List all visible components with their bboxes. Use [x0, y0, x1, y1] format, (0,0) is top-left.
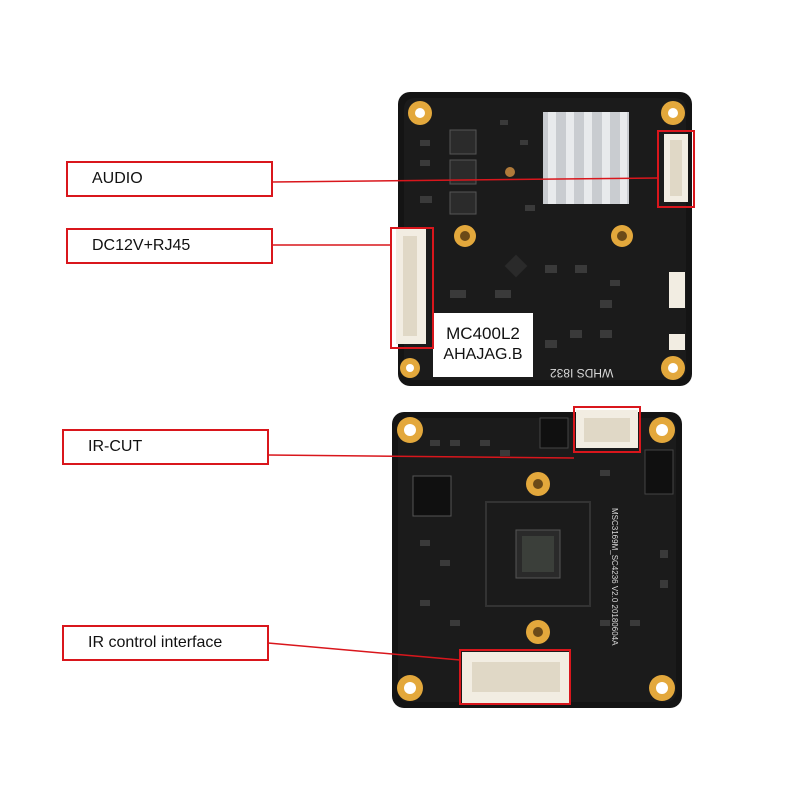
- callout-dc-rj45-label: DC12V+RJ45: [92, 237, 191, 254]
- top-board-silkscreen: WHDS I832: [550, 366, 614, 380]
- bottom-board: MSC3169M_SC4236 V2.0 20180604A: [392, 410, 682, 708]
- callout-audio: AUDIO: [66, 161, 273, 197]
- heatsink: [543, 112, 629, 204]
- callout-ir-cut: IR-CUT: [62, 429, 269, 465]
- callout-lines: [267, 130, 695, 705]
- dc-rj45-connector: [396, 228, 426, 344]
- ir-control-connector: [462, 652, 570, 704]
- top-board-mounting-holes: [400, 101, 685, 380]
- model-sticker: MC400L2 AHAJAG.B: [433, 313, 533, 377]
- image-sensor: [485, 501, 591, 607]
- callout-dc-rj45: DC12V+RJ45: [66, 228, 273, 264]
- top-board: MC400L2 AHAJAG.B WHDS I832: [396, 92, 692, 386]
- board-model-label: MC400L2: [446, 324, 520, 343]
- callout-audio-label: AUDIO: [92, 170, 143, 187]
- bottom-board-silkscreen: MSC3169M_SC4236 V2.0 20180604A: [610, 508, 619, 646]
- audio-connector: [664, 134, 688, 202]
- callout-ir-cut-label: IR-CUT: [88, 438, 143, 455]
- board-variant-label: AHAJAG.B: [443, 346, 522, 363]
- callout-ir-control: IR control interface: [62, 625, 269, 661]
- bottom-board-mounting-holes: [397, 417, 675, 701]
- ir-cut-connector: [576, 410, 638, 448]
- callout-ir-control-label: IR control interface: [88, 634, 223, 651]
